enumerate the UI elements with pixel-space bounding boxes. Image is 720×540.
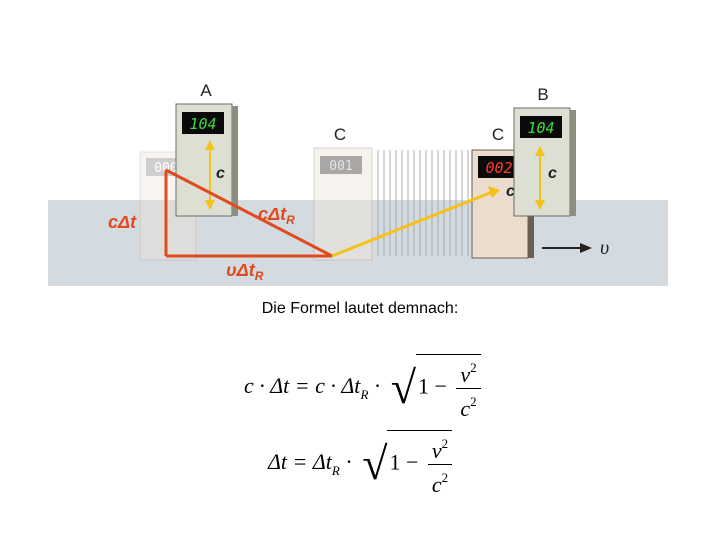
eq1-dot: ·: [373, 373, 382, 399]
eq1-radicand: 1 − v2 c2: [415, 354, 481, 422]
eq2-den-sup: 2: [441, 470, 449, 485]
eq1-lhs: c · Δt = c · Δt: [244, 373, 361, 399]
eq1-lhs-sub: R: [360, 387, 369, 403]
clock-c-end-reading: 002: [485, 159, 512, 177]
eq2-lhs-sub: R: [331, 463, 340, 479]
eq2-den: c: [431, 472, 442, 497]
eq1-den-sup: 2: [470, 394, 477, 409]
eq1-fraction: v2 c2: [456, 355, 481, 422]
arrow-c-label-a: c: [216, 165, 225, 182]
eq2-radicand: 1 − v2 c2: [387, 430, 453, 498]
sqrt-icon: √: [390, 362, 416, 413]
arrow-c-label-moving: c: [506, 183, 515, 200]
velocity-arrow: υ: [542, 237, 609, 259]
label-c-delta-t-text: cΔt: [108, 212, 137, 232]
light-clock-diagram: 000 001 002 c 104 A c: [48, 60, 668, 286]
clock-a: 104 A c: [175, 81, 238, 217]
clock-c-label-left: C: [334, 125, 346, 144]
label-v-delta-tr: υΔtR: [226, 260, 264, 283]
label-c-delta-tr-sub: R: [286, 213, 295, 227]
eq1-num-sup: 2: [470, 360, 477, 375]
eq2-lhs: Δt = Δt: [268, 449, 332, 475]
clock-a-reading: 104: [189, 115, 216, 133]
clock-a-label: A: [200, 81, 212, 100]
red-triangle: [164, 168, 333, 258]
label-c-delta-tr-text: cΔt: [258, 204, 287, 224]
eq1-one-minus: 1 −: [417, 373, 447, 399]
ghost-clock-c-mid-reading: 001: [329, 159, 352, 174]
label-c-delta-tr: cΔtR: [258, 204, 295, 227]
eq2-num-sup: 2: [441, 436, 449, 451]
eq1-den: c: [460, 396, 471, 421]
label-v-delta-tr-sub: R: [255, 269, 264, 283]
caption: Die Formel lautet demnach:: [261, 300, 459, 317]
equation-1: c · Δt = c · ΔtR · √ 1 − v2 c2: [244, 354, 481, 422]
eq2-fraction: v2 c2: [427, 431, 453, 498]
clock-b-reading: 104: [527, 119, 554, 137]
clock-c-label-right: C: [492, 125, 504, 144]
clock-b: 104 B c: [513, 85, 576, 217]
eq2-one-minus: 1 −: [389, 449, 419, 475]
arrow-c-label-b: c: [548, 165, 557, 182]
label-c-delta-t: cΔt: [108, 212, 137, 232]
clock-b-label: B: [537, 85, 548, 104]
sqrt-icon: √: [362, 438, 388, 489]
equation-2: Δt = ΔtR · √ 1 − v2 c2: [268, 430, 453, 498]
velocity-label: υ: [600, 237, 609, 259]
moving-clock-trail: 001: [313, 147, 469, 261]
eq1-num: v: [460, 362, 471, 387]
eq2-dot: ·: [345, 449, 353, 475]
label-v-delta-tr-text: υΔt: [226, 260, 256, 280]
eq2-num: v: [431, 438, 442, 463]
yellow-light-path: [331, 186, 500, 258]
